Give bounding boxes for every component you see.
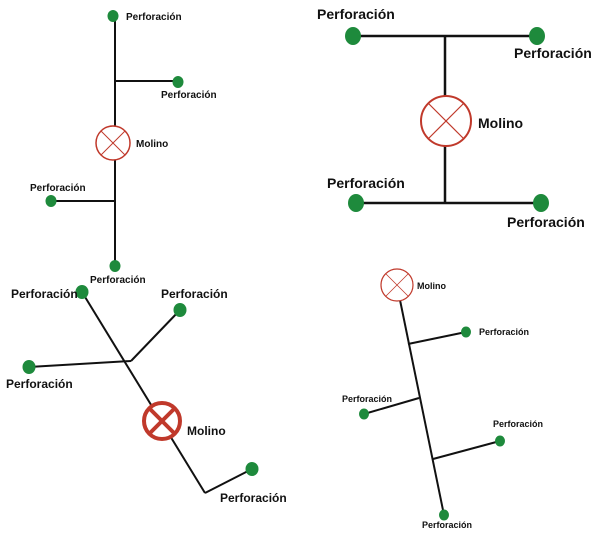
pipe-line bbox=[363, 397, 420, 415]
well-label: Perforación bbox=[161, 287, 228, 301]
well-label: Perforación bbox=[317, 6, 395, 22]
well-marker bbox=[109, 260, 121, 272]
mill-icon bbox=[142, 401, 182, 441]
well-marker bbox=[345, 27, 361, 45]
well-label: Perforación bbox=[342, 394, 392, 404]
pipe-line bbox=[407, 331, 467, 345]
pipe-line bbox=[130, 309, 181, 362]
pipe-line bbox=[28, 360, 132, 368]
well-marker bbox=[172, 76, 184, 88]
well-marker bbox=[495, 435, 505, 447]
well-marker bbox=[439, 509, 449, 521]
well-label: Perforación bbox=[507, 214, 585, 230]
well-label: Perforación bbox=[514, 45, 592, 61]
well-marker bbox=[348, 194, 364, 212]
well-label: Perforación bbox=[161, 90, 217, 101]
well-marker bbox=[173, 303, 187, 317]
diagram-sloped-main-line: Molino Perforación Perforación Perforaci… bbox=[342, 268, 543, 530]
mill-label: Molino bbox=[478, 115, 523, 131]
well-marker bbox=[107, 10, 119, 22]
well-marker bbox=[461, 326, 471, 338]
pipe-line bbox=[204, 468, 253, 494]
well-marker bbox=[533, 194, 549, 212]
well-label: Perforación bbox=[493, 419, 543, 429]
diagram-h-layout: Perforación Perforación Molino Perforaci… bbox=[317, 6, 592, 230]
mill-label: Molino bbox=[417, 281, 446, 291]
mill-icon bbox=[380, 268, 414, 302]
well-marker bbox=[245, 462, 259, 476]
diagram-vertical-main-line: Perforación Perforación Molino Perforaci… bbox=[30, 10, 217, 286]
well-label: Perforación bbox=[220, 491, 287, 505]
well-marker bbox=[359, 408, 369, 420]
diagram-diagonal-branches: Perforación Perforación Perforación Moli… bbox=[6, 285, 287, 505]
well-label: Perforación bbox=[422, 520, 472, 530]
well-marker bbox=[75, 285, 89, 299]
well-marker bbox=[529, 27, 545, 45]
well-label: Perforación bbox=[11, 287, 78, 301]
mill-label: Molino bbox=[187, 424, 226, 438]
well-label: Perforación bbox=[327, 175, 405, 191]
mill-icon bbox=[420, 95, 472, 147]
mill-icon bbox=[95, 125, 131, 161]
pipe-line bbox=[81, 291, 206, 494]
well-marker bbox=[22, 360, 36, 374]
well-marker bbox=[45, 195, 57, 207]
well-label: Perforación bbox=[479, 327, 529, 337]
pipe-line bbox=[399, 299, 445, 516]
well-label: Perforación bbox=[6, 377, 73, 391]
well-label: Perforación bbox=[90, 275, 146, 286]
pipe-line bbox=[432, 440, 501, 460]
well-label: Perforación bbox=[30, 183, 86, 194]
mill-label: Molino bbox=[136, 139, 168, 150]
well-label: Perforación bbox=[126, 12, 182, 23]
